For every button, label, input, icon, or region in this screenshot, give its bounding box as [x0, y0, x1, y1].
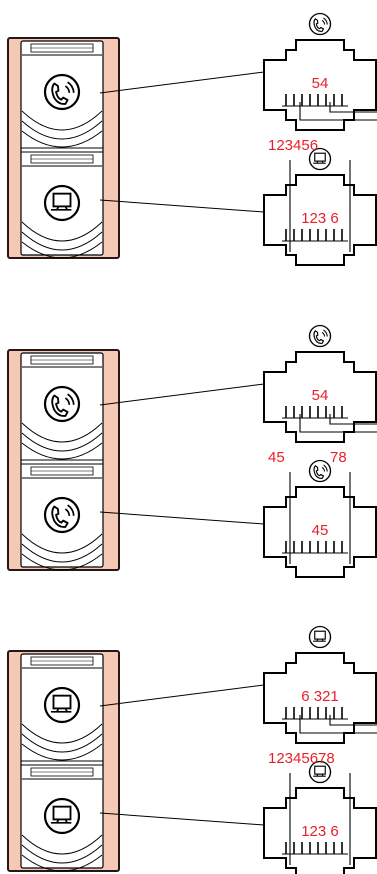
phone-handset-icon — [308, 324, 332, 348]
phone-handset-icon — [43, 385, 81, 423]
shutter-curve — [21, 120, 103, 140]
wall-plate — [7, 650, 120, 872]
pin-label: 123 6 — [301, 823, 339, 840]
shutter-curve — [21, 241, 103, 259]
leader-line — [99, 71, 265, 94]
wire — [299, 414, 377, 433]
computer-monitor-icon — [43, 797, 81, 835]
pin-label: 6 321 — [301, 688, 339, 705]
wire — [289, 160, 351, 252]
computer-monitor-icon — [43, 184, 81, 222]
shutter-curve — [21, 723, 103, 744]
leader-line — [99, 812, 265, 826]
bottom-jack: 45 — [263, 459, 377, 578]
pin-label: 54 — [312, 75, 329, 92]
shutter-curve — [21, 533, 103, 554]
computer-monitor-icon — [308, 625, 332, 649]
wiring-panel: 54 45 45 78 — [7, 324, 377, 578]
shutter-curve — [21, 442, 103, 460]
wire — [299, 102, 377, 121]
wire — [289, 472, 351, 564]
pin-label: 123 6 — [301, 210, 339, 227]
pin-label: 54 — [312, 387, 329, 404]
jack-outline — [263, 351, 377, 443]
phone-handset-icon — [43, 496, 81, 534]
jack-outline — [263, 652, 377, 744]
top-jack: 54 — [263, 12, 377, 131]
shutter-curve — [21, 854, 103, 872]
shutter-curve — [21, 231, 103, 251]
wall-plate — [7, 37, 120, 259]
bottom-module — [21, 466, 103, 571]
top-module — [21, 656, 103, 761]
top-module — [21, 43, 103, 148]
wiring-panel: 6 321 123 6 12345678 — [7, 625, 377, 874]
phone-handset-icon — [308, 459, 332, 483]
phone-handset-icon — [308, 12, 332, 36]
wire — [329, 414, 377, 425]
jack-outline — [263, 486, 377, 578]
shutter-curve — [21, 553, 103, 571]
shutter-curve — [21, 221, 103, 242]
middle-pin-label: 12345678 — [268, 750, 335, 767]
leader-line — [99, 383, 265, 406]
shutter-curve — [21, 733, 103, 753]
shutter-curve — [21, 110, 103, 131]
middle-pin-label: 123456 — [268, 137, 318, 154]
bottom-jack: 123 6 — [263, 760, 377, 874]
middle-pin-label-right: 78 — [330, 449, 347, 466]
leader-line — [99, 511, 265, 525]
wire — [299, 715, 377, 734]
wire — [289, 773, 351, 865]
computer-monitor-icon — [43, 686, 81, 724]
middle-pin-label: 45 — [268, 449, 285, 466]
top-module — [21, 355, 103, 460]
shutter-curve — [21, 130, 103, 148]
wire — [329, 715, 377, 726]
bottom-jack: 123 6 — [263, 147, 377, 266]
bottom-module — [21, 767, 103, 872]
phone-handset-icon — [43, 73, 81, 111]
shutter-curve — [21, 834, 103, 855]
top-jack: 54 — [263, 324, 377, 443]
shutter-curve — [21, 432, 103, 452]
pin-label: 45 — [312, 522, 329, 539]
jack-outline — [263, 174, 377, 266]
wiring-panel: 54 123 6 123456 — [7, 12, 377, 266]
shutter-curve — [21, 422, 103, 443]
jack-outline — [263, 39, 377, 131]
wire — [329, 102, 377, 113]
shutter-curve — [21, 543, 103, 563]
jack-outline — [263, 787, 377, 874]
top-jack: 6 321 — [263, 625, 377, 744]
wall-plate — [7, 349, 120, 571]
shutter-curve — [21, 844, 103, 864]
shutter-curve — [21, 743, 103, 761]
leader-line — [99, 684, 265, 707]
leader-line — [99, 199, 265, 213]
bottom-module — [21, 154, 103, 259]
